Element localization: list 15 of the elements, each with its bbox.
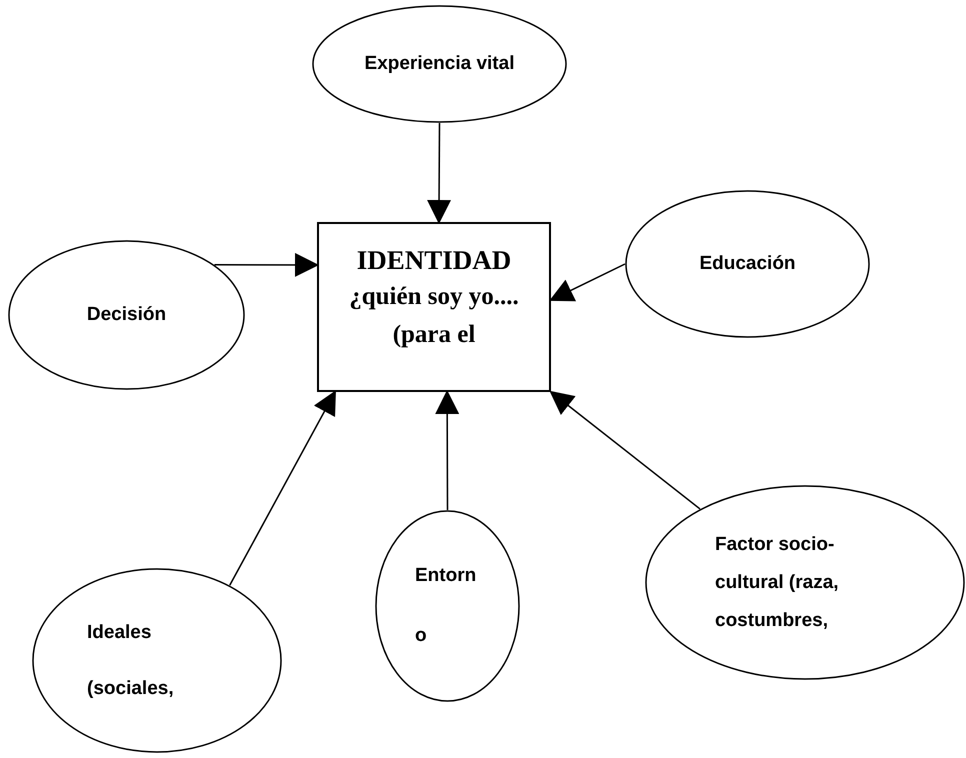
arrow (214, 252, 319, 277)
node-label: Decisión (86, 303, 166, 327)
node-title: IDENTIDAD (356, 244, 512, 277)
node-label: Educación (699, 252, 796, 276)
node-label: Factor socio- cultural (raza, costumbres, (715, 532, 840, 632)
arrow (229, 390, 336, 586)
node-text: ¿quién soy yo....(para el (349, 282, 519, 350)
arrow (549, 390, 700, 510)
node-label: Ideales (sociales, (87, 620, 175, 700)
arrow (435, 390, 460, 510)
node-label: Experiencia vital (364, 52, 514, 76)
arrow (549, 263, 626, 302)
arrow (427, 123, 452, 224)
node-label: Entorn o (415, 564, 478, 648)
identity-box (317, 222, 551, 392)
